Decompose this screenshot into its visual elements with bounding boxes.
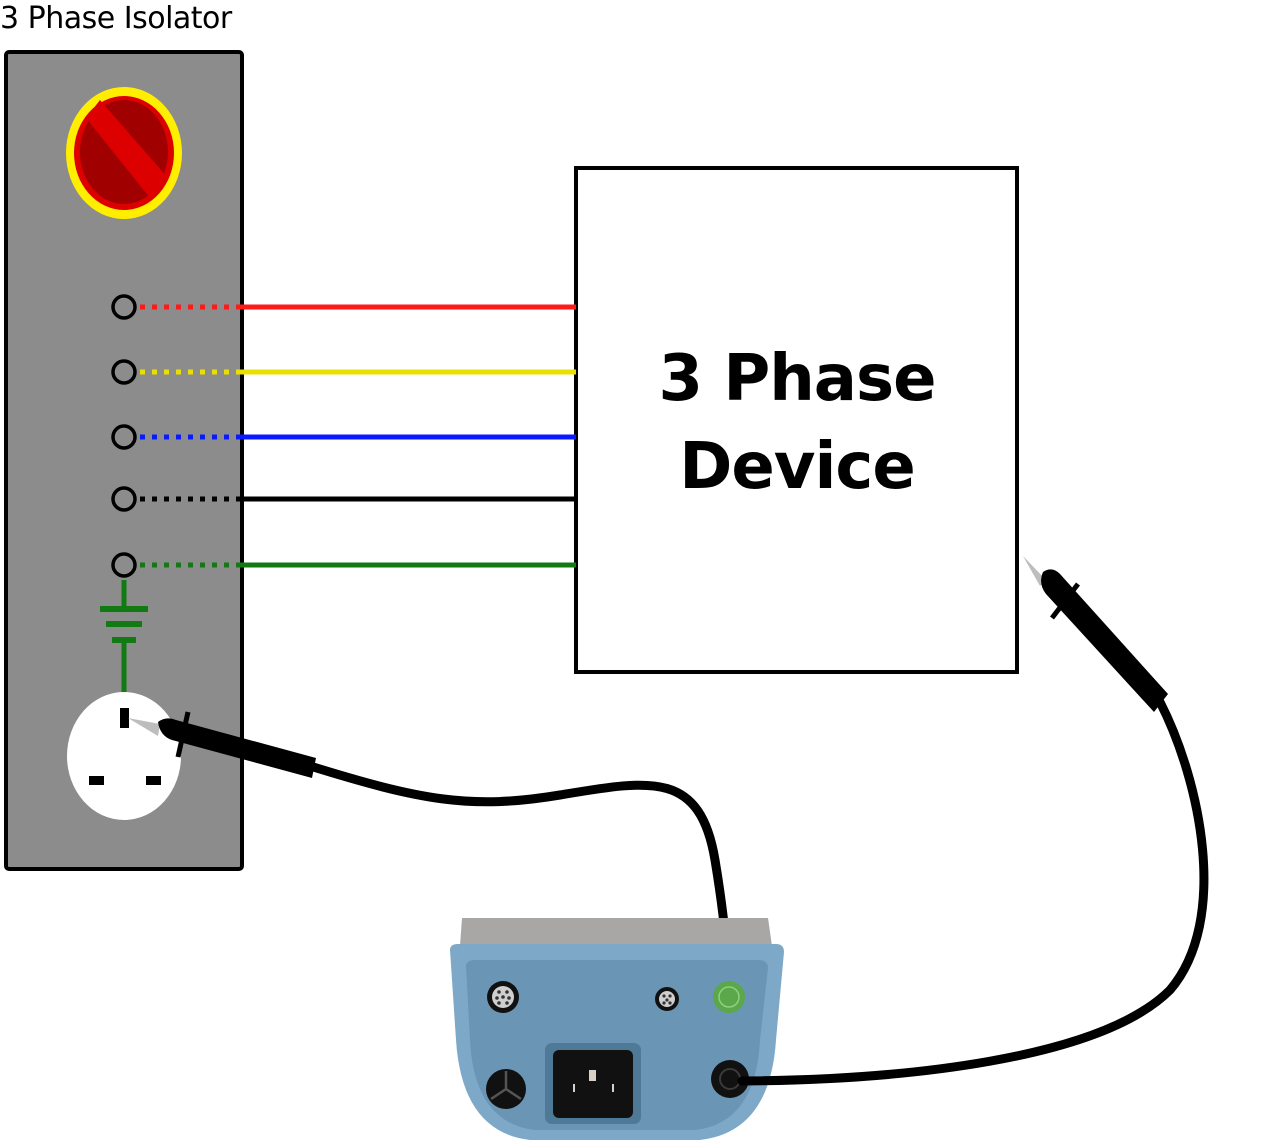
socket-outlet[interactable] <box>67 692 181 820</box>
terminal-n <box>111 486 137 512</box>
knob-handle-icon <box>86 100 168 198</box>
isolator-title: 3 Phase Isolator <box>0 1 232 36</box>
tester-top <box>460 918 772 946</box>
device-label: 3 Phase Device <box>577 335 1017 511</box>
wire-l3 <box>111 424 576 450</box>
three-phase-device-box <box>574 166 1019 674</box>
earth-terminal[interactable] <box>713 981 745 1013</box>
wire-l2 <box>111 359 576 385</box>
socket-neutral-pin <box>89 776 104 785</box>
terminal-l3 <box>111 424 137 450</box>
terminal-l2 <box>111 359 137 385</box>
probe-tip-icon <box>1023 556 1046 586</box>
probe-guard-icon <box>1050 582 1080 620</box>
earth-link <box>100 580 148 692</box>
wire-n <box>111 486 576 512</box>
probe-body-icon <box>1041 569 1168 712</box>
device-label-line2: Device <box>679 430 916 504</box>
device-label-line1: 3 Phase <box>658 342 937 416</box>
wire-pe <box>111 552 576 578</box>
probe-guard-icon <box>175 711 191 758</box>
terminal-l1 <box>111 294 137 320</box>
test-lead-line[interactable] <box>737 556 1209 1086</box>
isolator-switch-knob[interactable] <box>66 87 182 219</box>
probe-tip-icon <box>128 718 160 736</box>
isolator-panel <box>4 50 244 871</box>
iec-power-inlet[interactable] <box>553 1050 633 1118</box>
socket-live-pin <box>146 776 161 785</box>
wire-l1 <box>111 294 576 320</box>
insulation-tester-unit[interactable] <box>450 918 784 1140</box>
terminal-pe <box>111 552 137 578</box>
socket-earth-pin <box>120 708 129 728</box>
probe-body-icon <box>158 718 316 778</box>
line-terminal[interactable] <box>711 1060 749 1098</box>
